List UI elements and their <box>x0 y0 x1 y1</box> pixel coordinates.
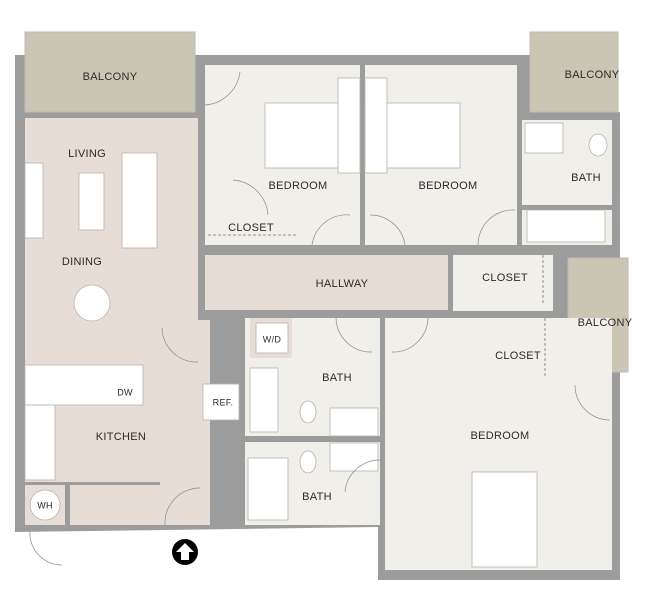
refrigerator <box>202 383 240 421</box>
door-bedroom1-hall[interactable] <box>311 214 351 246</box>
label-balcony-bedroom2: BALCONY <box>565 69 620 81</box>
front-door[interactable] <box>164 487 201 526</box>
toilet <box>299 400 317 424</box>
dining-table <box>73 284 111 322</box>
label-bath-bottom: BATH <box>302 491 332 503</box>
media-console <box>24 162 44 239</box>
label-dining: DINING <box>62 256 102 268</box>
label-hallway: HALLWAY <box>316 278 369 290</box>
label-dishwasher: DW <box>117 387 133 397</box>
door-closet1[interactable] <box>232 179 269 216</box>
label-bath-top: BATH <box>571 172 601 184</box>
label-washer-dryer: W/D <box>263 334 282 344</box>
door-bath-bottom[interactable] <box>344 459 381 493</box>
door-balcony3[interactable] <box>574 384 611 421</box>
washer-dryer <box>255 322 289 354</box>
label-bedroom3: BEDROOM <box>471 430 530 442</box>
label-bedroom1: BEDROOM <box>269 180 328 192</box>
hallway <box>205 255 448 310</box>
label-balcony-living: BALCONY <box>83 71 138 83</box>
label-closet3: CLOSET <box>495 350 541 362</box>
toilet <box>588 133 608 157</box>
sink-bath-bottom <box>329 442 379 472</box>
door-bath-middle[interactable] <box>335 317 373 353</box>
bed-3 <box>471 471 538 568</box>
toilet <box>299 450 317 474</box>
closet-1 <box>208 218 298 245</box>
entry-arrow-icon <box>172 539 198 565</box>
door-bedroom2-hall[interactable] <box>369 214 406 246</box>
label-kitchen: KITCHEN <box>96 431 146 443</box>
label-water-heater: WH <box>37 500 53 510</box>
sink-bath-middle <box>329 407 379 437</box>
kitchen-counter <box>24 404 56 481</box>
bathtub <box>249 367 279 433</box>
coffee-table <box>78 172 105 231</box>
entry-area <box>160 320 210 525</box>
door-bath-top[interactable] <box>477 209 516 246</box>
sofa <box>121 152 158 249</box>
water-heater <box>29 489 61 521</box>
label-closet1: CLOSET <box>228 222 274 234</box>
balcony-bedroom2 <box>529 31 619 113</box>
label-bedroom2: BEDROOM <box>419 180 478 192</box>
closet-2 <box>453 255 553 311</box>
label-refrigerator: REF. <box>213 397 234 407</box>
shower-top-right <box>526 209 606 243</box>
label-closet2: CLOSET <box>482 272 528 284</box>
kitchen-island <box>24 364 144 406</box>
label-balcony-bedroom3: BALCONY <box>578 317 633 329</box>
door-bedroom1[interactable] <box>204 71 241 106</box>
balcony-living <box>24 31 196 113</box>
sink-top-right <box>524 122 564 154</box>
door-entry-hall[interactable] <box>161 327 199 363</box>
label-bath-middle: BATH <box>322 372 352 384</box>
door-water-heater[interactable] <box>29 529 63 566</box>
label-living: LIVING <box>68 148 106 160</box>
shower-bath-bottom <box>247 457 289 521</box>
door-bedroom3[interactable] <box>391 317 429 353</box>
